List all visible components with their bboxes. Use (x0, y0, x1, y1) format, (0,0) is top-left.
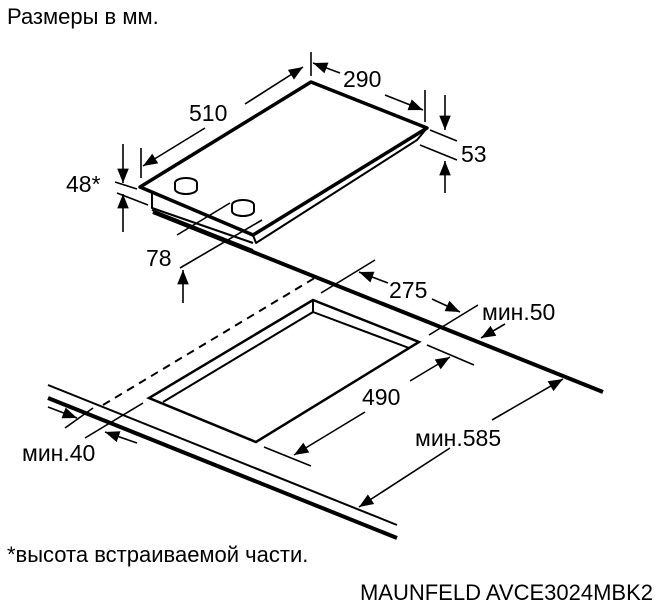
diagram-title: Размеры в мм. (7, 4, 159, 29)
countertop-front-edge (47, 396, 398, 540)
dim-min40-label: мин.40 (22, 440, 95, 466)
dim-min50-label: мин.50 (482, 299, 555, 325)
knob-icon (231, 199, 255, 217)
model-name: MAUNFELD AVCE3024MBK2 (359, 580, 653, 605)
countertop (47, 210, 604, 540)
cutout-inner-edge (162, 300, 314, 403)
cutout-outline (146, 298, 422, 444)
dim-min585-label: мин.585 (415, 425, 501, 451)
dim-53-label: 53 (461, 141, 487, 167)
hob-side-left (139, 186, 254, 244)
dim-490-label: 490 (362, 384, 400, 410)
dim-510-label: 510 (189, 100, 227, 126)
dim-78-label: 78 (146, 245, 172, 271)
hob-side (252, 127, 428, 244)
footnote: *высота встраиваемой части. (7, 542, 309, 567)
dim-290-label: 290 (343, 66, 381, 92)
hidden-edge-dashed (102, 275, 319, 406)
countertop-back-edge (152, 210, 604, 394)
countertop-front-edge-top (47, 384, 398, 526)
knob-icon (174, 177, 198, 195)
dimension-lines (47, 52, 564, 508)
hob-top-surface (138, 80, 429, 237)
dim-275-label: 275 (389, 277, 427, 303)
dim-48-label: 48* (66, 171, 101, 197)
